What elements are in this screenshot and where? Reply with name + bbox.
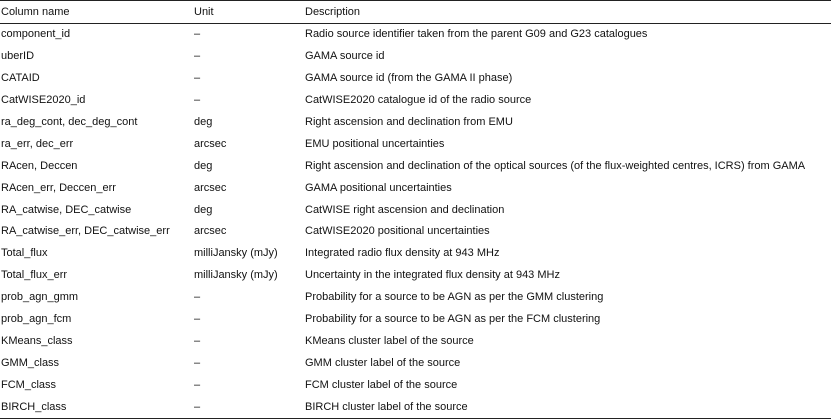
table-row: CATAID – GAMA source id (from the GAMA II …	[0, 68, 831, 90]
table-row: ra_deg_cont, dec_deg_cont deg Right ascens…	[0, 112, 831, 134]
cell-description: Right ascension and declination from EMU	[305, 116, 513, 128]
cell-unit: milliJansky (mJy)	[194, 269, 278, 282]
cell-unit: –	[193, 396, 304, 419]
cell-column-name: prob_agn_fcm	[1, 313, 72, 326]
cell-description: Probability for a source to be AGN as pe…	[305, 291, 604, 304]
cell-column-name: uberID	[1, 50, 35, 63]
cell-description: GMM cluster label of the source	[305, 356, 461, 369]
cell-column-name: FCM_class	[1, 378, 57, 391]
table-row: RAcen_err, Deccen_err arcsec GAMA position…	[0, 177, 831, 199]
cell-column-name: RA_catwise_err, DEC_catwise_err	[1, 225, 170, 238]
header-column-name: Column name	[0, 0, 193, 24]
table-header: Column name Unit Description	[0, 0, 831, 24]
table-body: component_id – Radio source identifier tak…	[0, 24, 831, 419]
table-row: RAcen, Deccen deg Right ascension and decl…	[0, 155, 831, 177]
table-row: RA_catwise_err, DEC_catwise_err arcsec Cat…	[0, 221, 831, 243]
cell-unit: –	[194, 50, 201, 63]
table-row: prob_agn_fcm – Probability for a source to…	[0, 309, 831, 331]
cell-description: EMU positional uncertainties	[305, 137, 445, 150]
cell-column-name: RAcen, Deccen	[1, 159, 78, 172]
cell-description: Right ascension and declination of the o…	[305, 159, 806, 172]
cell-column-name: ra_err, dec_err	[1, 137, 74, 150]
table-row: RA_catwise, DEC_catwise deg CatWISE right …	[0, 199, 831, 221]
header-description: Description	[304, 0, 831, 24]
cell-column-name: CATAID	[1, 72, 40, 85]
cell-unit: –	[194, 94, 201, 107]
cell-description: CatWISE right ascension and declination	[305, 203, 505, 216]
cell-column-name: ra_deg_cont, dec_deg_cont	[1, 116, 138, 128]
cell-column-name: GMM_class	[1, 356, 60, 369]
cell-unit: deg	[194, 159, 213, 172]
cell-unit: milliJansky (mJy)	[194, 247, 278, 260]
table-row: Total_flux milliJansky (mJy) Integrated ra…	[0, 243, 831, 265]
table-row: ra_err, dec_err arcsec EMU positional unce…	[0, 133, 831, 155]
table-row: CatWISE2020_id – CatWISE2020 catalogue id …	[0, 90, 831, 112]
cell-unit: deg	[194, 116, 213, 128]
cell-column-name: RA_catwise, DEC_catwise	[1, 203, 132, 216]
cell-unit: –	[194, 291, 201, 304]
cell-unit: arcsec	[194, 181, 227, 194]
cell-description: GAMA positional uncertainties	[305, 181, 452, 194]
cell-unit: –	[194, 313, 201, 326]
cell-column-name: KMeans_class	[1, 334, 73, 347]
table-row: prob_agn_gmm – Probability for a source to…	[0, 287, 831, 309]
cell-unit: –	[194, 334, 201, 347]
cell-description: Integrated radio flux density at 943 MHz	[305, 247, 500, 260]
table-row: FCM_class – FCM cluster label of the sourc…	[0, 374, 831, 396]
cell-description: FCM cluster label of the source	[305, 378, 458, 391]
cell-column-name: CatWISE2020_id	[1, 94, 86, 107]
table-row: uberID – GAMA source id	[0, 46, 831, 68]
cell-unit: arcsec	[194, 225, 227, 238]
table-row: BIRCH_class–BIRCH cluster label of the s…	[0, 396, 831, 419]
cell-column-name: RAcen_err, Deccen_err	[1, 181, 116, 194]
cell-description: GAMA source id	[305, 50, 385, 63]
cell-column-name: prob_agn_gmm	[1, 291, 79, 304]
cell-unit: –	[194, 28, 201, 41]
cell-description: KMeans cluster label of the source	[305, 334, 474, 347]
cell-column-name: Total_flux	[1, 247, 48, 260]
table-row: KMeans_class – KMeans cluster label of the…	[0, 330, 831, 352]
table-row: component_id – Radio source identifier tak…	[0, 24, 831, 46]
cell-description: Probability for a source to be AGN as pe…	[305, 313, 601, 326]
cell-description: GAMA source id (from the GAMA II phase)	[305, 72, 513, 85]
cell-description: Radio source identifier taken from the p…	[305, 28, 648, 41]
cell-column-name: component_id	[1, 28, 71, 41]
cell-description: CatWISE2020 positional uncertainties	[305, 225, 490, 238]
cell-column-name: Total_flux_err	[1, 269, 68, 282]
cell-description: BIRCH cluster label of the source	[304, 396, 831, 419]
cell-description: CatWISE2020 catalogue id of the radio so…	[305, 94, 532, 107]
cell-unit: arcsec	[194, 137, 227, 150]
cell-description: Uncertainty in the integrated flux densi…	[305, 269, 560, 282]
cell-unit: –	[194, 378, 201, 391]
table-row: Total_flux_err milliJansky (mJy) Uncertain…	[0, 265, 831, 287]
cell-unit: –	[194, 72, 201, 85]
cell-unit: deg	[194, 203, 213, 216]
cell-unit: –	[194, 356, 201, 369]
cell-column-name: BIRCH_class	[0, 396, 193, 419]
header-row: Column name Unit Description	[0, 0, 831, 24]
table-row: GMM_class – GMM cluster label of the sourc…	[0, 352, 831, 374]
header-unit: Unit	[193, 0, 304, 24]
